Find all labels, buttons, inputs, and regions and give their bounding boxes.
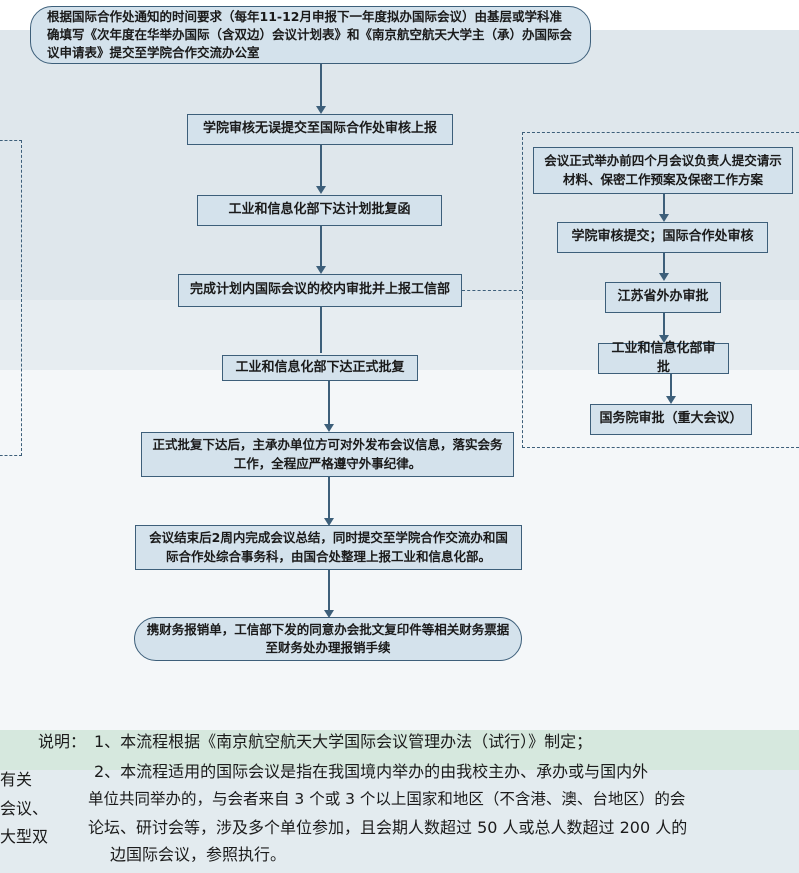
arrow-down-icon [659,335,669,343]
arrow-down-icon [659,214,669,222]
background-band [0,730,799,770]
connector [670,374,672,396]
connector [328,381,330,424]
note-item-2-line-4: 边国际会议，参照执行。 [110,845,287,864]
side-step-submit-materials: 会议正式举办前四个月会议负责人提交请示材料、保密工作预案及保密工作方案 [533,147,793,194]
arrow-down-icon [316,106,326,114]
step-college-review: 学院审核无误提交至国际合作处审核上报 [187,114,453,145]
background-band [0,770,799,873]
side-step-jiangsu-approval: 江苏省外办审批 [605,282,721,313]
note-item-2-line-2: 单位共同举办的，与会者来自 3 个或 3 个以上国家和地区（不含港、澳、台地区）… [88,790,686,808]
step-miit-formal-approval: 工业和信息化部下达正式批复 [222,355,418,381]
connector [320,145,322,186]
arrow-down-icon [324,610,334,618]
step-campus-approval: 完成计划内国际会议的校内审批并上报工信部 [178,274,462,307]
connector [320,226,322,266]
arrow-down-icon [316,186,326,194]
connector [320,307,322,353]
connector [663,253,665,273]
arrow-down-icon [659,273,669,281]
note-item-2-line-3: 论坛、研讨会等，涉及多个单位参加，且会期人数超过 50 人或总人数超过 200 … [88,818,688,837]
step-submit-plan: 根据国际合作处通知的时间要求（每年11-12月申报下一年度拟办国际会议）由基层或… [30,6,591,64]
right-dashed-group [522,132,799,448]
step-summary-report: 会议结束后2周内完成会议总结，同时提交至学院合作交流办和国际合作处综合事务科，由… [135,525,522,570]
left-fragment: 大型双 [0,827,49,846]
connector [328,477,330,518]
left-fragment: 有关 [0,770,33,789]
side-step-state-council-approval: 国务院审批（重大会议） [590,404,752,435]
side-step-miit-approval: 工业和信息化部审批 [598,341,729,375]
connector [663,194,665,214]
step-publish-and-organize: 正式批复下达后，主承办单位方可对外发布会议信息，落实会务工作，全程应严格遵守外事… [141,432,514,477]
left-fragment: 会议、 [0,799,49,818]
arrow-down-icon [324,424,334,432]
connector [663,313,665,335]
note-item-1: 1、本流程根据《南京航空航天大学国际会议管理办法（试行）》制定； [94,732,593,751]
notes-label: 说明： [38,732,87,751]
note-item-2-line-1: 2、本流程适用的国际会议是指在我国境内举办的由我校主办、承办或与国内外 [94,762,649,781]
dashed-link [462,290,522,291]
left-dashed-group [0,140,22,456]
side-step-college-review: 学院审核提交；国际合作处审核 [557,222,768,253]
arrow-down-icon [324,518,334,526]
step-miit-plan-approval: 工业和信息化部下达计划批复函 [197,195,442,226]
connector [320,64,322,106]
step-reimbursement: 携财务报销单，工信部下发的同意办会批文复印件等相关财务票据至财务处办理报销手续 [134,617,522,661]
arrow-down-icon [316,266,326,274]
arrow-down-icon [666,396,676,404]
connector [328,570,330,610]
